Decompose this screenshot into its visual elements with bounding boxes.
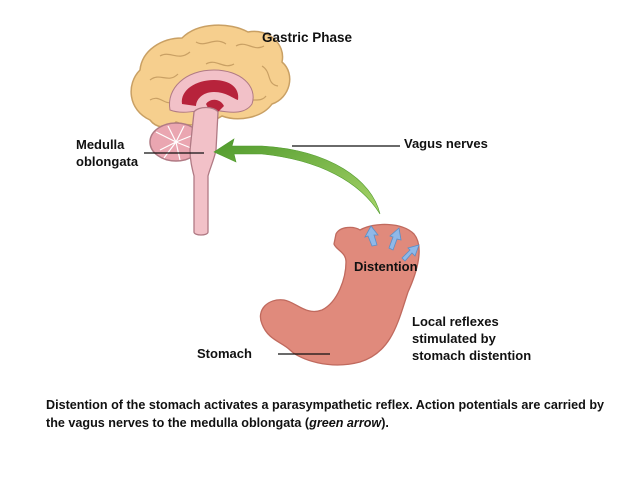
distention-arrow-icon [364,225,379,247]
local-reflexes-label-line1: Local reflexes [412,314,499,329]
local-reflexes-label-line3: stomach distention [412,348,532,363]
vagus-nerve-arrow [213,138,381,215]
distention-arrows [364,225,420,262]
stomach [259,223,420,366]
caption-end: ). [381,416,389,430]
caption-italic: green arrow [309,416,382,430]
corpus-callosum [181,80,239,106]
distention-arrow-icon [388,227,402,251]
distention-arrow-icon [401,244,420,262]
medulla-label-line2: oblongata [76,154,139,169]
figure-caption: Distention of the stomach activates a pa… [46,396,616,432]
brain-illustration [130,24,291,236]
diagram-title: Gastric Phase [262,30,353,45]
stomach-label: Stomach [197,346,252,361]
medulla-label-line1: Medulla [76,137,125,152]
leader-lines [144,145,400,355]
brainstem [189,106,219,236]
distention-label: Distention [354,259,418,274]
stomach-illustration [259,223,420,366]
local-reflexes-label-line2: stimulated by [412,331,496,346]
vagus-nerves-label: Vagus nerves [404,136,488,151]
caption-text: Distention of the stomach activates a pa… [46,398,605,430]
